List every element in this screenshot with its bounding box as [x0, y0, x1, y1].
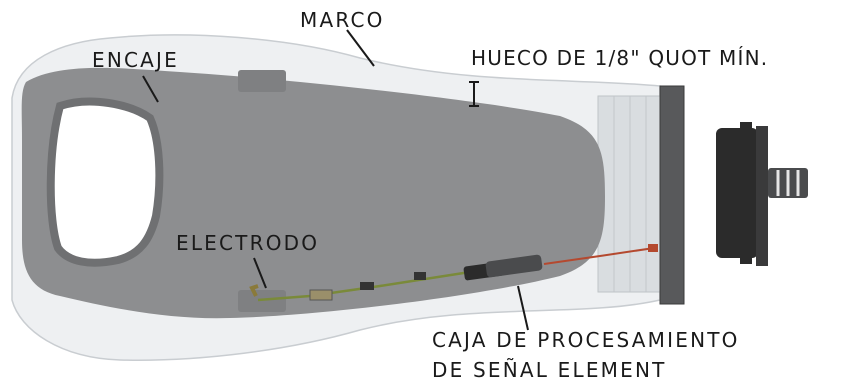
socket-opening	[46, 97, 164, 267]
leader-caja	[517, 285, 529, 331]
label-frame: MARCO	[300, 8, 385, 32]
label-processing-box-line1: CAJA DE PROCESAMIENTO	[432, 328, 740, 352]
label-processing-box-line2: DE SEÑAL ELEMENT	[432, 358, 667, 382]
gap-marker	[469, 81, 479, 107]
label-gap: HUECO DE 1/8" QUOT MÍN.	[471, 46, 769, 70]
socket-tab-top	[238, 70, 286, 92]
label-electrode: ELECTRODO	[176, 231, 320, 255]
socket-tab-bottom	[238, 290, 286, 312]
leader-electrodo	[253, 257, 267, 289]
label-socket: ENCAJE	[92, 48, 179, 72]
adapter-component	[716, 122, 808, 266]
distal-rings	[597, 95, 663, 293]
end-cap	[659, 85, 685, 305]
leader-marco	[346, 29, 375, 67]
cable-assembly	[249, 244, 658, 302]
socket-body	[21, 67, 606, 319]
leader-encaje	[142, 75, 159, 103]
